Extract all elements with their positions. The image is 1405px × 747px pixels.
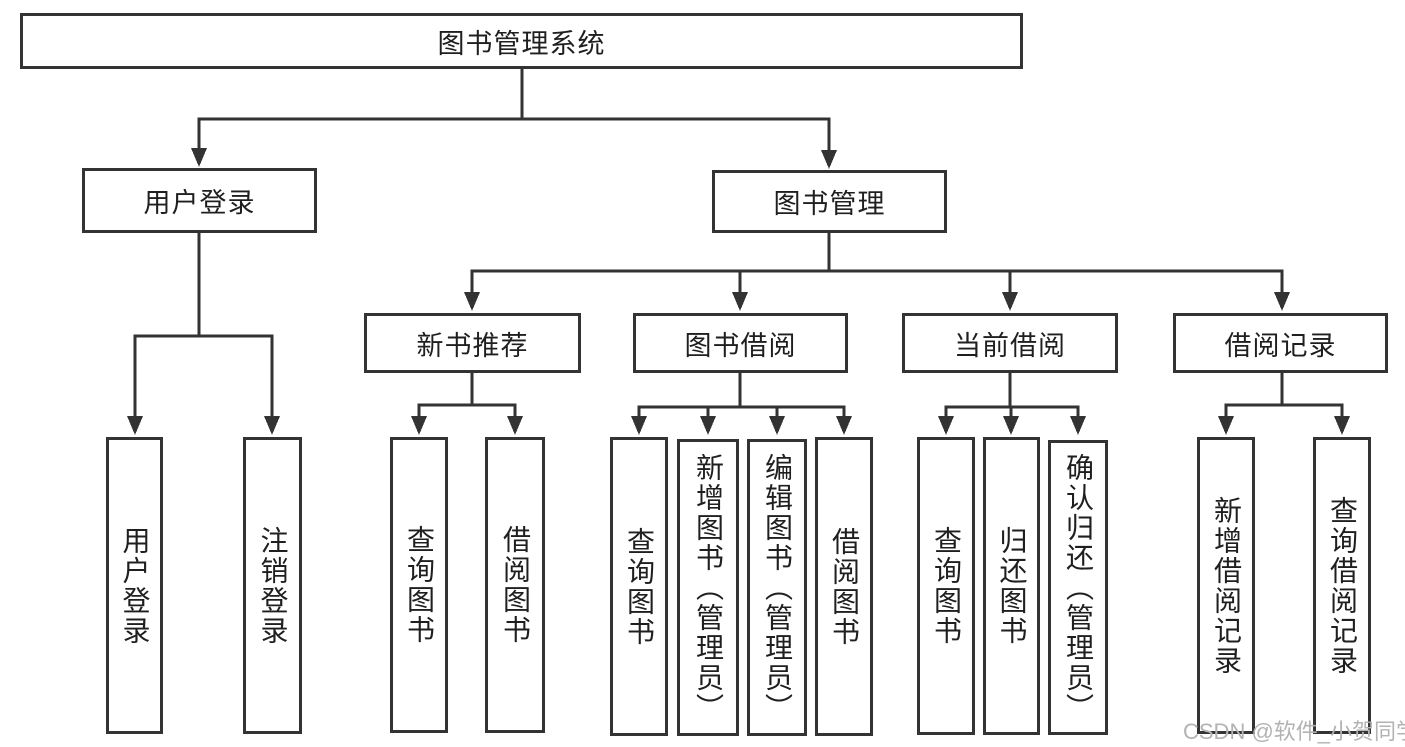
node-user-login: 用户登录 — [82, 168, 317, 233]
node-br-add-record: 新增借阅记录 — [1197, 437, 1255, 734]
node-cb-confirm-return-admin: 确认归还（管理员） — [1048, 440, 1108, 735]
edge-user-login-to-children — [127, 233, 280, 435]
node-bb-add-books-admin: 新增图书（管理员） — [677, 439, 739, 736]
node-cb-return-books: 归还图书 — [983, 437, 1040, 735]
node-logout-leaf: 注销登录 — [243, 437, 302, 734]
edge-borrow-records-to-children — [1218, 373, 1350, 435]
edge-root-to-level2 — [191, 69, 837, 169]
node-root: 图书管理系统 — [20, 13, 1023, 69]
node-nbr-query-books: 查询图书 — [390, 437, 448, 733]
edge-current-borrow-to-children — [938, 373, 1086, 435]
node-br-query-record: 查询借阅记录 — [1313, 437, 1371, 734]
node-cb-query-books: 查询图书 — [917, 437, 975, 735]
edge-book-borrow-to-children — [631, 373, 852, 435]
edge-book-mgmt-to-level3 — [464, 233, 1290, 311]
node-book-mgmt: 图书管理 — [712, 170, 947, 233]
node-bb-edit-books-admin: 编辑图书（管理员） — [747, 439, 807, 736]
node-new-book-rec: 新书推荐 — [364, 313, 581, 373]
node-current-borrow: 当前借阅 — [902, 313, 1118, 373]
node-nbr-borrow-books: 借阅图书 — [485, 437, 545, 733]
csdn-watermark: CSDN @软件_小贺同学 — [1183, 719, 1405, 744]
node-bb-query-books: 查询图书 — [610, 437, 668, 736]
node-user-login-leaf: 用户登录 — [106, 437, 163, 734]
edge-new-book-rec-to-children — [411, 373, 523, 435]
node-bb-borrow-books: 借阅图书 — [815, 437, 873, 736]
node-book-borrow: 图书借阅 — [633, 313, 848, 373]
node-borrow-records: 借阅记录 — [1173, 313, 1388, 373]
